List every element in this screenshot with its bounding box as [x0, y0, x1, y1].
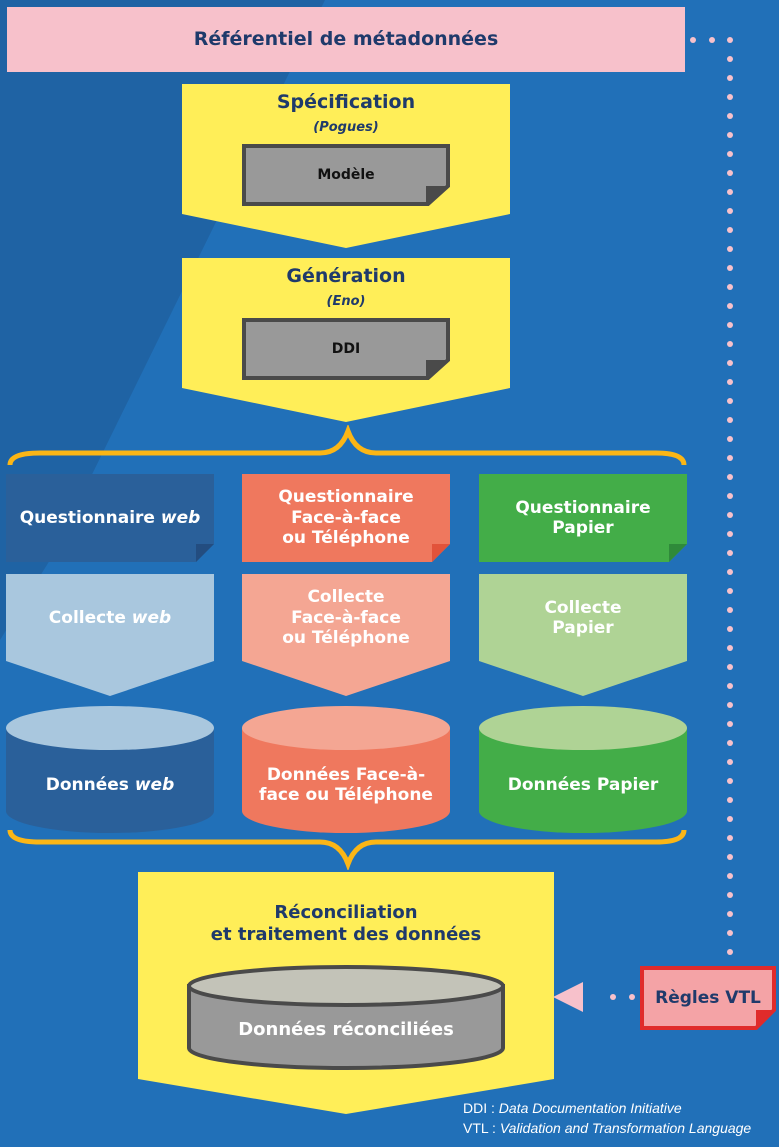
connector-dot [727, 740, 733, 746]
connector-dot [727, 797, 733, 803]
donnees-face-a-face-cylinder [242, 706, 450, 833]
referentiel-label: Référentiel de métadonnées [193, 28, 499, 51]
referentiel-metadonnees-box: Référentiel de métadonnées [7, 7, 685, 72]
collecte-papier-arrow [479, 574, 687, 696]
connector-dot [727, 550, 733, 556]
generation-tool: (Eno) [326, 294, 366, 310]
donnees-reconciliees-label: Données réconciliées [238, 1019, 454, 1041]
questionnaire-papier-label: Questionnaire Papier [515, 497, 651, 538]
abbreviations-legend: DDI : Data Documentation Initiative VTL … [463, 1098, 779, 1139]
connector-dot [727, 265, 733, 271]
questionnaire-web-label: Questionnaire web [19, 507, 201, 528]
connector-dot [727, 379, 733, 385]
connector-dot [727, 75, 733, 81]
connector-dot [727, 588, 733, 594]
connector-dot [727, 892, 733, 898]
questionnaire-web-card [6, 474, 214, 562]
ddi-document-icon [242, 318, 450, 380]
connector-dot [727, 113, 733, 119]
connector-dot [727, 94, 733, 100]
collecte-face-a-face-arrow [242, 574, 450, 696]
connector-dot [727, 303, 733, 309]
connector-dot [727, 37, 733, 43]
questionnaire-face-a-face-label: Questionnaire Face-à-face ou Téléphone [278, 487, 414, 549]
connector-dot [727, 360, 733, 366]
connector-dot [727, 949, 733, 955]
ddi-label: DDI [331, 340, 361, 357]
connector-dot [727, 398, 733, 404]
questionnaire-face-a-face-card [242, 474, 450, 562]
vtl-connector-dot [629, 994, 635, 1000]
connector-dot [727, 645, 733, 651]
collecte-web-arrow [6, 574, 214, 696]
connector-dot [727, 208, 733, 214]
modele-document-icon [242, 144, 450, 206]
connector-dot [727, 930, 733, 936]
merge-brace [7, 829, 687, 870]
connector-dot [727, 151, 733, 157]
modele-label: Modèle [317, 166, 375, 183]
connector-dot [727, 721, 733, 727]
vtl-arrowhead-icon [553, 982, 583, 1012]
connector-dot [727, 132, 733, 138]
connector-dot [727, 417, 733, 423]
connector-dot [727, 759, 733, 765]
donnees-papier-label: Données Papier [507, 774, 659, 795]
connector-dot [709, 37, 715, 43]
connector-dot [727, 512, 733, 518]
connector-dot [727, 284, 733, 290]
connector-dot [727, 322, 733, 328]
collecte-papier-label: Collecte Papier [544, 597, 622, 638]
collecte-face-a-face-label: Collecte Face-à-face ou Téléphone [282, 587, 410, 649]
reconciliation-title: Réconciliation et traitement des données [210, 902, 482, 945]
connector-dot [727, 626, 733, 632]
connector-dot [727, 227, 733, 233]
specification-tool: (Pogues) [313, 120, 379, 136]
connector-dot [727, 816, 733, 822]
collecte-web-label: Collecte web [48, 607, 172, 628]
split-brace [7, 425, 687, 466]
regles-vtl-label: Règles VTL [655, 987, 761, 1008]
vtl-connector-dot [610, 994, 616, 1000]
connector-dot [727, 664, 733, 670]
legend-vtl: VTL : Validation and Transformation Lang… [463, 1120, 752, 1137]
legend-ddi: DDI : Data Documentation Initiative [463, 1100, 682, 1116]
connector-dot [727, 531, 733, 537]
connector-dot [727, 455, 733, 461]
connector-dot [727, 778, 733, 784]
connector-dot [727, 911, 733, 917]
connector-dot [727, 246, 733, 252]
connector-dot [690, 37, 696, 43]
connector-dot [727, 683, 733, 689]
connector-dot [727, 835, 733, 841]
donnees-reconciliees-cylinder [187, 965, 505, 1070]
donnees-face-a-face-label: Données Face-à- face ou Téléphone [259, 764, 433, 805]
connector-dot [727, 493, 733, 499]
connector-dot [727, 436, 733, 442]
connector-dot [727, 56, 733, 62]
connector-dot [727, 569, 733, 575]
connector-dot [727, 702, 733, 708]
donnees-web-cylinder [6, 706, 214, 833]
connector-dot [727, 341, 733, 347]
generation-title: Génération [286, 264, 406, 287]
connector-dot [727, 170, 733, 176]
connector-dot [727, 189, 733, 195]
donnees-papier-cylinder [479, 706, 687, 833]
connector-dot [727, 607, 733, 613]
specification-title: Spécification [276, 90, 416, 113]
questionnaire-papier-card [479, 474, 687, 562]
connector-dot [727, 854, 733, 860]
regles-vtl-card [640, 966, 776, 1030]
donnees-web-label: Données web [45, 774, 175, 795]
connector-dot [727, 474, 733, 480]
connector-dot [727, 873, 733, 879]
